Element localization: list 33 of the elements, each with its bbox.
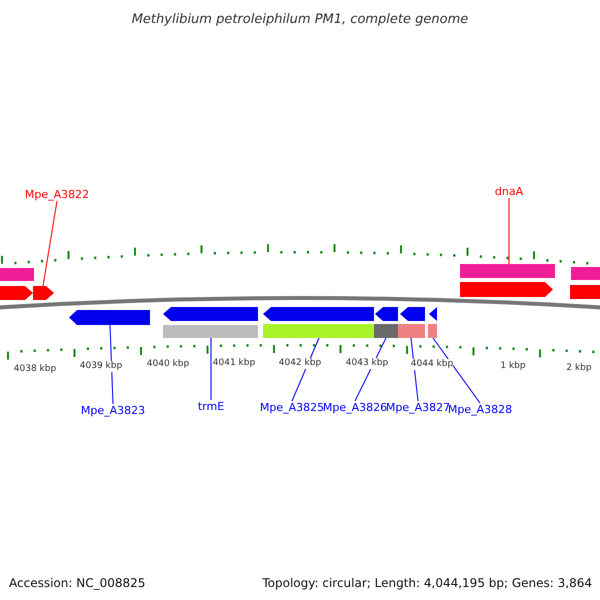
scale-label: 1 kbp (500, 361, 526, 372)
footer-text: Topology: circular; Length: 4,044,195 bp; Genes: 3,864 (262, 575, 592, 592)
gene-label: Mpe_A3822 (24, 188, 90, 201)
scale-label: 4044 kbp (410, 359, 454, 370)
scale-label: 4038 kbp (14, 364, 56, 375)
scale-label: 2 kbp (566, 363, 592, 374)
title: Methylibium petroleiphilum PM1, complete genome (130, 11, 470, 29)
gene-label: Mpe_A3827 (386, 401, 450, 414)
gene-feature (163, 307, 258, 338)
scale-label: 4042 kbp (278, 358, 322, 369)
gene-label: dnaA (494, 185, 524, 198)
leader-line (508, 198, 510, 264)
scale-label: 4039 kbp (80, 361, 122, 372)
gene-feature (374, 307, 398, 338)
gene-label: Mpe_A3825 (260, 401, 324, 414)
gene-feature (69, 310, 150, 325)
gene-label: Mpe_A3826 (322, 401, 388, 414)
scale-label: 4043 kbp (346, 358, 388, 369)
scale-label: 4040 kbp (146, 359, 190, 370)
leader-line (210, 338, 212, 400)
leader-line (110, 324, 114, 404)
gene-feature (460, 282, 553, 297)
leader-line (432, 338, 480, 404)
gene-feature (263, 307, 374, 338)
gene-label: trmE (198, 400, 224, 413)
gene-label: Mpe_A3823 (80, 404, 146, 417)
gene-feature (398, 307, 425, 338)
leader-line (42, 200, 58, 286)
gene-feature (428, 307, 437, 338)
gene-bar (460, 264, 555, 278)
scale-label: 4041 kbp (212, 358, 256, 369)
footer-text: Accession: NC_008825 (9, 575, 146, 592)
gene-feature (33, 286, 54, 300)
